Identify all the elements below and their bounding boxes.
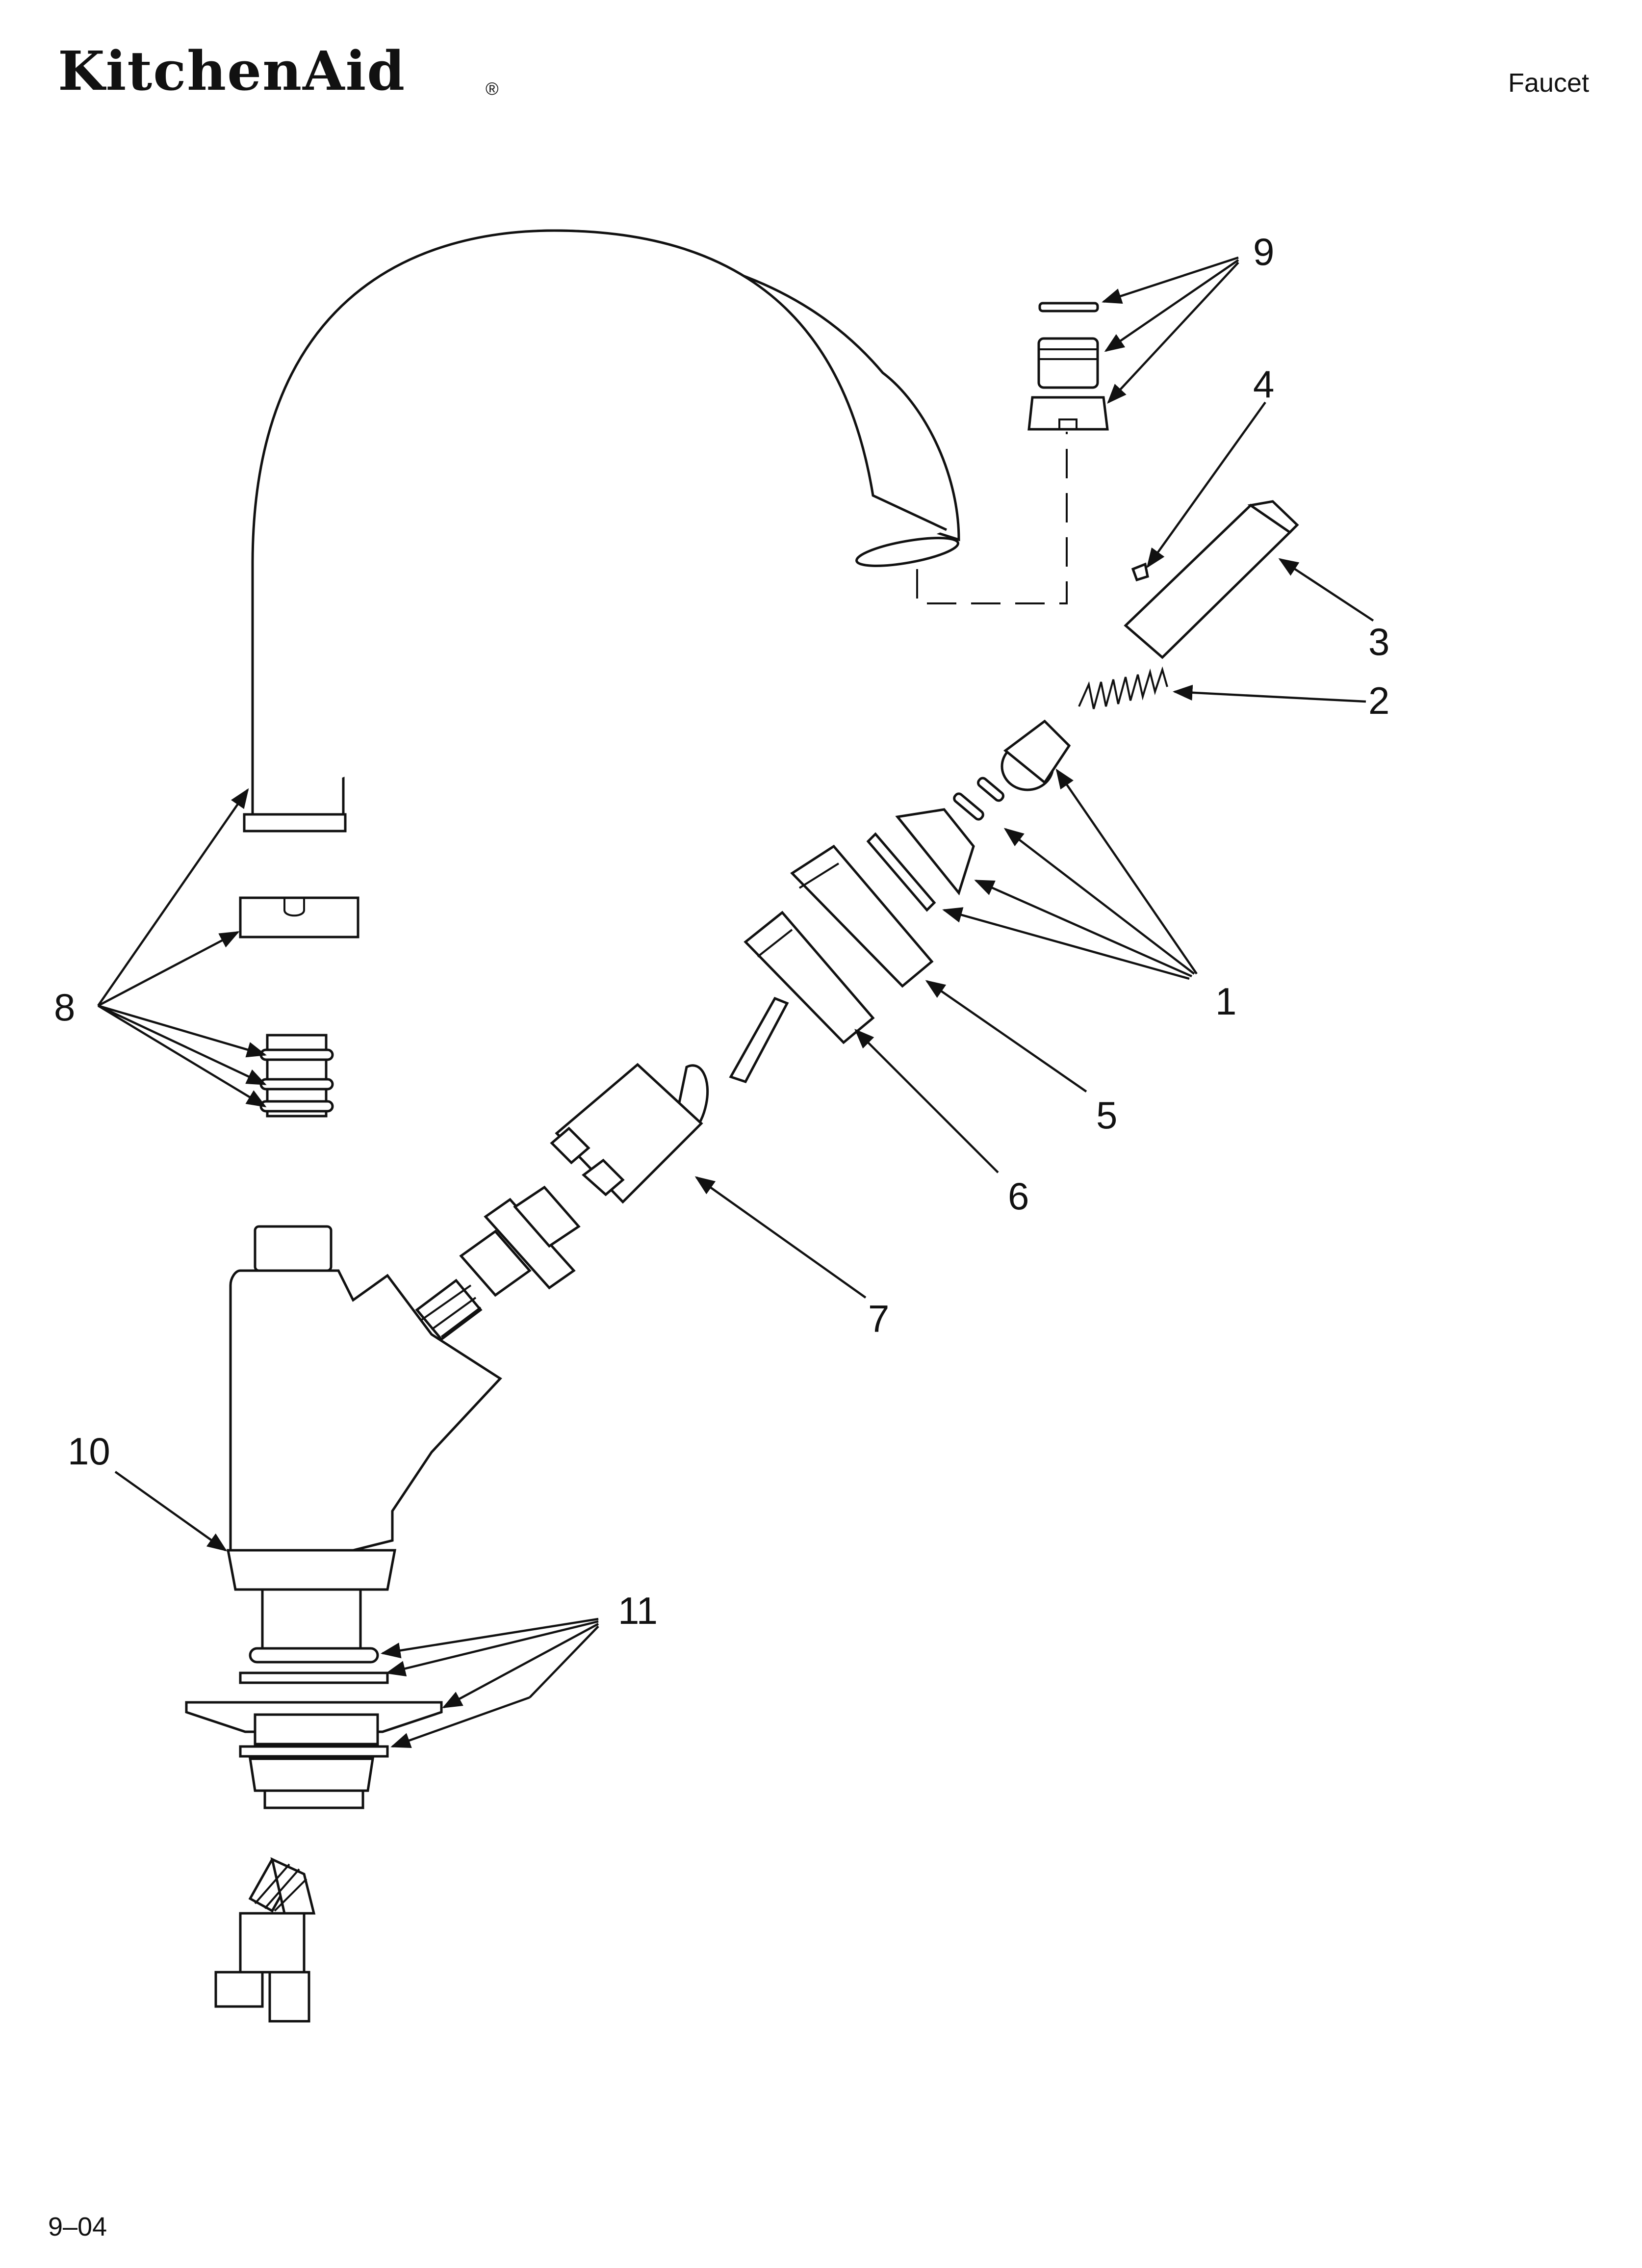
aerator-alignment-line [916, 432, 1068, 604]
brand-logo: KitchenAid [58, 39, 406, 103]
handle-lever [1124, 500, 1299, 659]
base-mounting-kit [185, 1588, 443, 1809]
callout-labels: 9 4 3 2 1 5 6 7 8 10 11 [54, 230, 1389, 1632]
spout-base-parts [239, 896, 359, 1118]
callout-5: 5 [1096, 1094, 1117, 1137]
callout-leaders [97, 256, 1374, 1748]
hose-connector [415, 1185, 581, 1341]
callout-10: 10 [68, 1430, 110, 1473]
revision-code: 9–04 [48, 2212, 107, 2242]
callout-7: 7 [868, 1297, 889, 1340]
brand-registered-mark: ® [486, 78, 499, 99]
callout-1: 1 [1215, 980, 1236, 1023]
set-screw [1131, 562, 1149, 582]
callout-11: 11 [618, 1589, 658, 1632]
callout-3: 3 [1368, 620, 1389, 663]
diagram-category: Faucet [1508, 68, 1590, 98]
spout [243, 229, 960, 833]
callout-9: 9 [1253, 230, 1274, 273]
callout-6: 6 [1008, 1174, 1029, 1218]
faucet-body [226, 1225, 502, 1591]
callout-8: 8 [54, 986, 75, 1029]
callout-2: 2 [1368, 679, 1389, 722]
aerator-assembly [1027, 302, 1109, 431]
callout-4: 4 [1253, 363, 1274, 406]
valve-cartridge [550, 996, 789, 1204]
cap-components [744, 719, 1071, 1044]
handle-spring [1078, 666, 1168, 709]
supply-hoses [214, 1857, 316, 2023]
